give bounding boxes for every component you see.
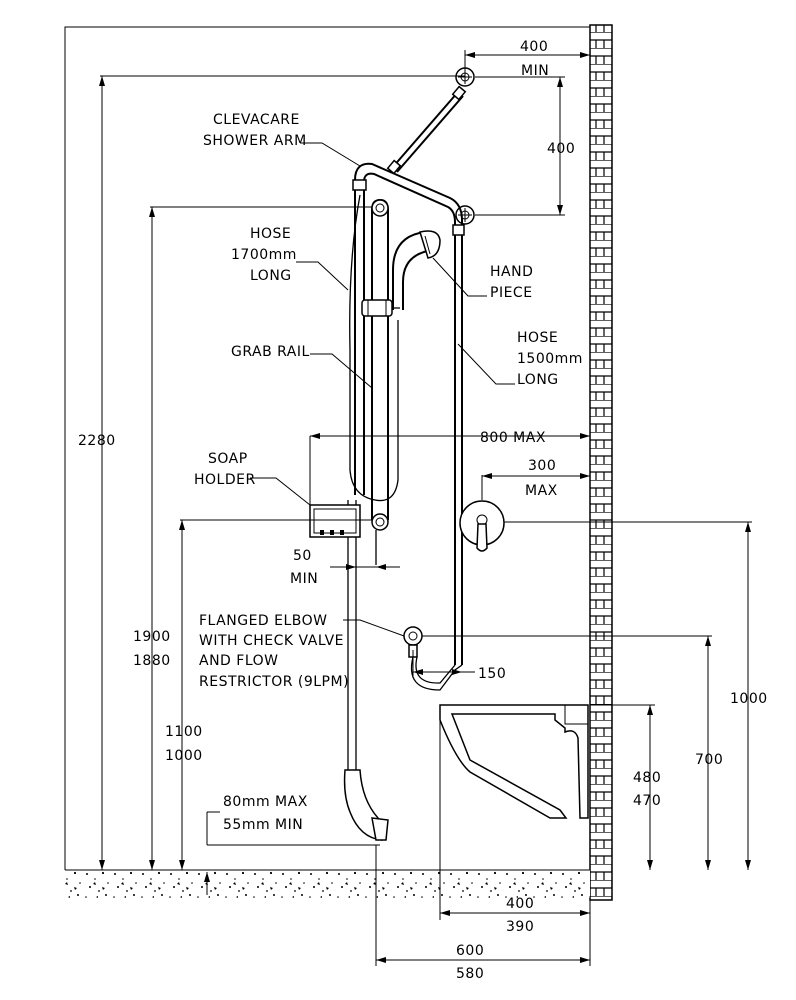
label-hose-1500-2: 1500mm [517,351,583,367]
dim-400-seat: 400 [506,896,534,912]
dim-600: 600 [456,943,484,959]
concrete-floor [65,869,590,898]
label-shower-arm-1: CLEVACARE [213,112,300,128]
leader-lines [250,142,515,637]
label-flanged-elbow-4: RESTRICTOR (9LPM) [199,674,349,690]
slide-bracket [361,299,400,317]
dim-300-max-2: MAX [525,483,558,499]
dimension-lines [99,50,752,966]
shower-rail-frame [352,162,465,665]
dim-400-min-1: 400 [520,39,548,55]
dim-150: 150 [478,666,506,682]
hose-1700 [349,194,399,502]
label-hose-1700-3: LONG [250,268,292,284]
dim-300-max-1: 300 [528,458,556,474]
dim-400-min-2: MIN [521,63,549,79]
lower-hose-and-handpiece [343,500,389,841]
soap-holder [309,504,361,538]
hand-piece [392,230,441,310]
dim-50-min-1: 50 [293,548,312,564]
label-hand-piece-2: PIECE [490,285,533,301]
dim-1880: 1880 [133,653,171,669]
dim-470: 470 [633,793,661,809]
dimension-labels: 400 MIN 400 2280 800 MAX 300 MAX 50 MIN … [78,39,768,982]
dim-390-seat: 390 [506,919,534,935]
dim-700: 700 [695,752,723,768]
label-shower-arm-2: SHOWER ARM [203,133,307,149]
dim-400: 400 [547,141,575,157]
label-flanged-elbow-1: FLANGED ELBOW [199,613,328,629]
dim-480: 480 [633,770,661,786]
label-hose-1700-2: 1700mm [231,247,297,263]
dim-1100: 1100 [165,724,203,740]
grab-rail [371,198,389,565]
lower-wall-bracket [455,205,475,225]
dim-55mm-min: 55mm MIN [223,817,303,833]
label-soap-holder-2: HOLDER [194,472,256,488]
dim-1900: 1900 [133,629,171,645]
brick-wall [589,24,613,901]
label-hose-1700-1: HOSE [250,226,291,242]
label-flanged-elbow-2: WITH CHECK VALVE [199,633,344,649]
dim-2280: 2280 [78,433,116,449]
fold-down-seat [439,704,589,819]
label-grab-rail: GRAB RAIL [231,344,310,360]
label-flanged-elbow-3: AND FLOW [199,653,279,669]
label-hose-1500-1: HOSE [517,330,558,346]
shower-arm [386,67,475,175]
dim-50-min-2: MIN [290,571,318,587]
dim-800-max: 800 MAX [480,430,546,446]
annotation-labels: CLEVACARE SHOWER ARM HOSE 1700mm LONG HA… [194,112,583,690]
dim-80mm-max: 80mm MAX [223,794,308,810]
label-soap-holder-1: SOAP [208,451,248,467]
label-hand-piece-1: HAND [490,264,533,280]
label-hose-1500-3: LONG [517,372,559,388]
dim-1000-low: 1000 [165,748,203,764]
dim-580: 580 [456,966,484,982]
room-outline [64,26,590,871]
mixer-tap [459,500,505,552]
dim-1000: 1000 [730,691,768,707]
